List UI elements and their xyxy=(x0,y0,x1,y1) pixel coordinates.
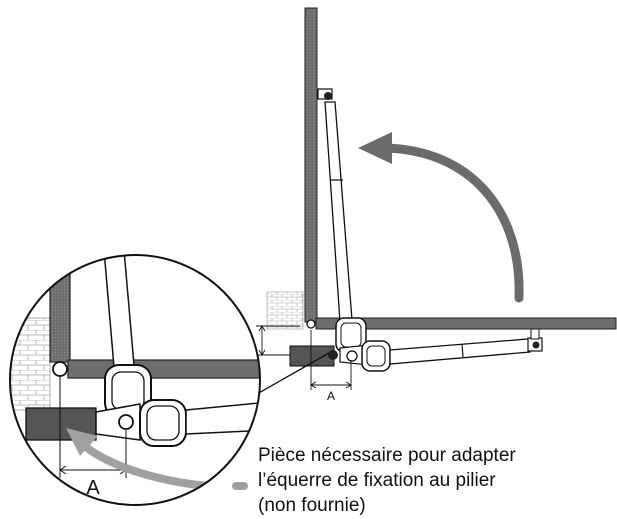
gate-leaf-closed xyxy=(315,317,617,330)
adapter-note-line3: (non fournie) xyxy=(258,495,366,516)
dimension-a-main-label: A xyxy=(327,389,335,403)
detail-circle-outline xyxy=(9,254,261,506)
adapter-note-line2: l’équerre de fixation au pilier xyxy=(258,470,496,491)
motor-arm-closed xyxy=(289,328,543,372)
pillar xyxy=(266,291,304,330)
adapter-note-line1: Pièce nécessaire pour adapter xyxy=(258,445,516,466)
opening-arrow xyxy=(380,143,524,303)
adapter-note: Pièce nécessaire pour adapter l’équerre … xyxy=(258,443,608,518)
hinge xyxy=(306,319,316,329)
detail-zoom xyxy=(10,255,260,505)
dimension-b xyxy=(256,325,300,356)
motor-arm-open xyxy=(317,88,367,353)
gate-leaf-open xyxy=(304,7,318,323)
dimension-a-main xyxy=(310,330,352,390)
opening-arrow-head xyxy=(358,132,392,164)
detail-leader-line xyxy=(249,352,330,399)
dimension-a-detail-label: A xyxy=(86,477,100,499)
